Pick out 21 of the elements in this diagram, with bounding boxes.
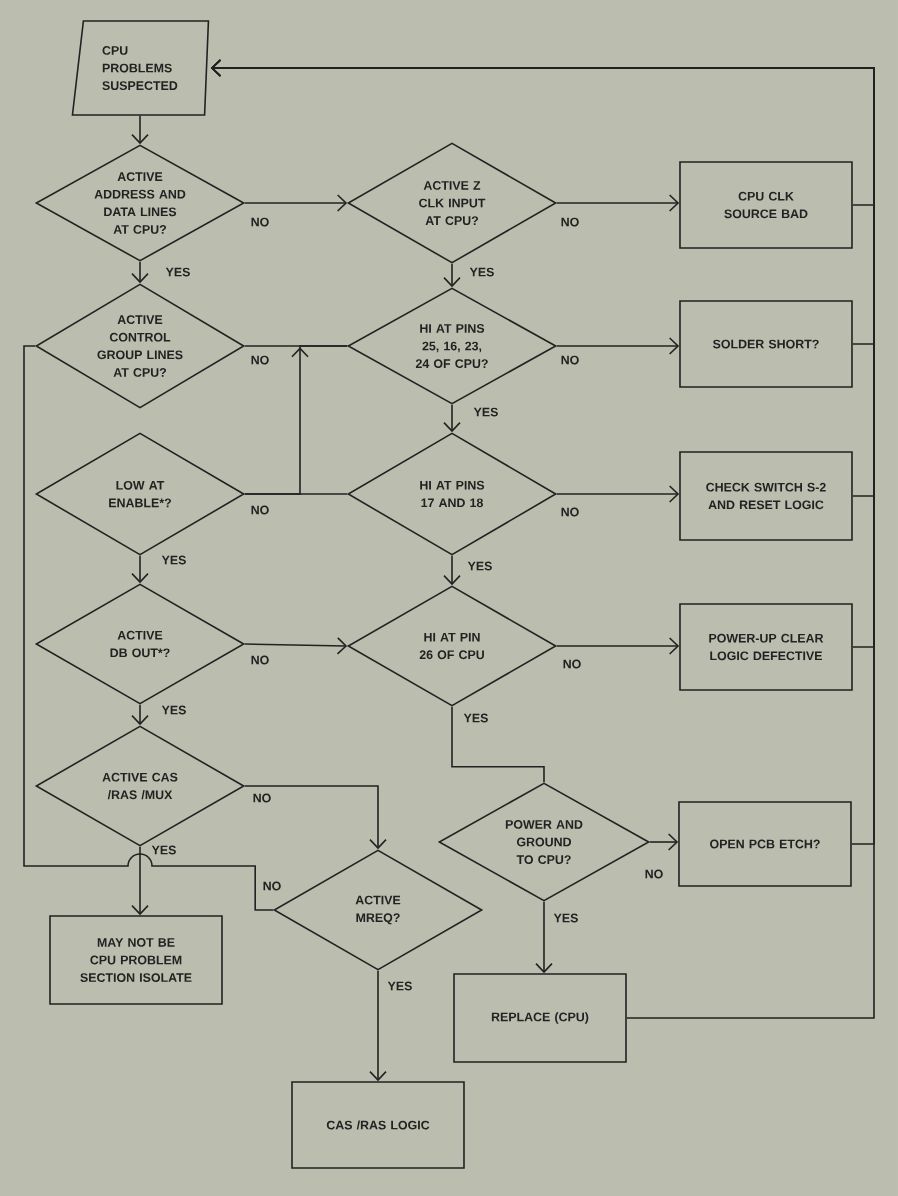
arrow [244,637,348,655]
arrow [131,704,149,726]
arrow [649,833,679,851]
arrow [535,901,553,974]
arrow [556,337,680,355]
arrow [244,785,387,850]
arrow [443,555,461,586]
arrow [443,263,461,288]
arrow [131,115,149,145]
arrow [131,846,149,916]
arrow [131,261,149,284]
connector-line [244,493,348,495]
arrow [244,194,348,212]
arrow [556,485,680,503]
arrow [556,194,680,212]
connector-line [451,706,545,783]
arrow [369,970,387,1082]
arrow [556,637,680,655]
arrow [210,59,875,1019]
arrow [131,555,149,584]
arrow [443,404,461,433]
